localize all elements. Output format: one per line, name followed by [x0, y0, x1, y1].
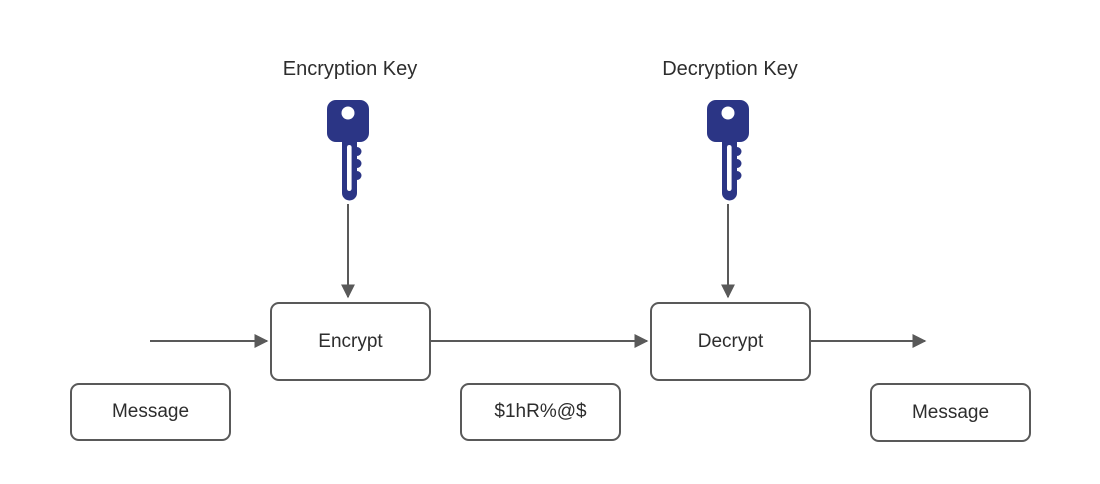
encryption-key-label: Encryption Key — [282, 58, 418, 80]
encrypt-node: Encrypt — [270, 302, 431, 381]
key-hole — [341, 106, 355, 120]
ciphertext-node: $1hR%@$ — [460, 383, 621, 441]
key-slot — [727, 145, 732, 191]
decrypt-node: Decrypt — [650, 302, 811, 381]
message-input-label: Message — [111, 401, 190, 422]
key-shaft — [342, 140, 362, 201]
key-icon — [707, 100, 749, 201]
message-output-node: Message — [870, 383, 1031, 442]
key-icon — [327, 100, 369, 201]
key-shaft — [722, 140, 742, 201]
decryption-key-label: Decryption Key — [662, 58, 798, 80]
decrypt-node-label: Decrypt — [697, 330, 764, 352]
message-input-node: Message — [70, 383, 231, 441]
key-head — [327, 100, 369, 142]
key-head — [707, 100, 749, 142]
encrypt-node-label: Encrypt — [318, 330, 383, 352]
ciphertext-label: $1hR%@$ — [494, 401, 587, 422]
key-slot — [347, 145, 352, 191]
key-hole — [721, 106, 735, 120]
message-output-label: Message — [911, 401, 990, 423]
